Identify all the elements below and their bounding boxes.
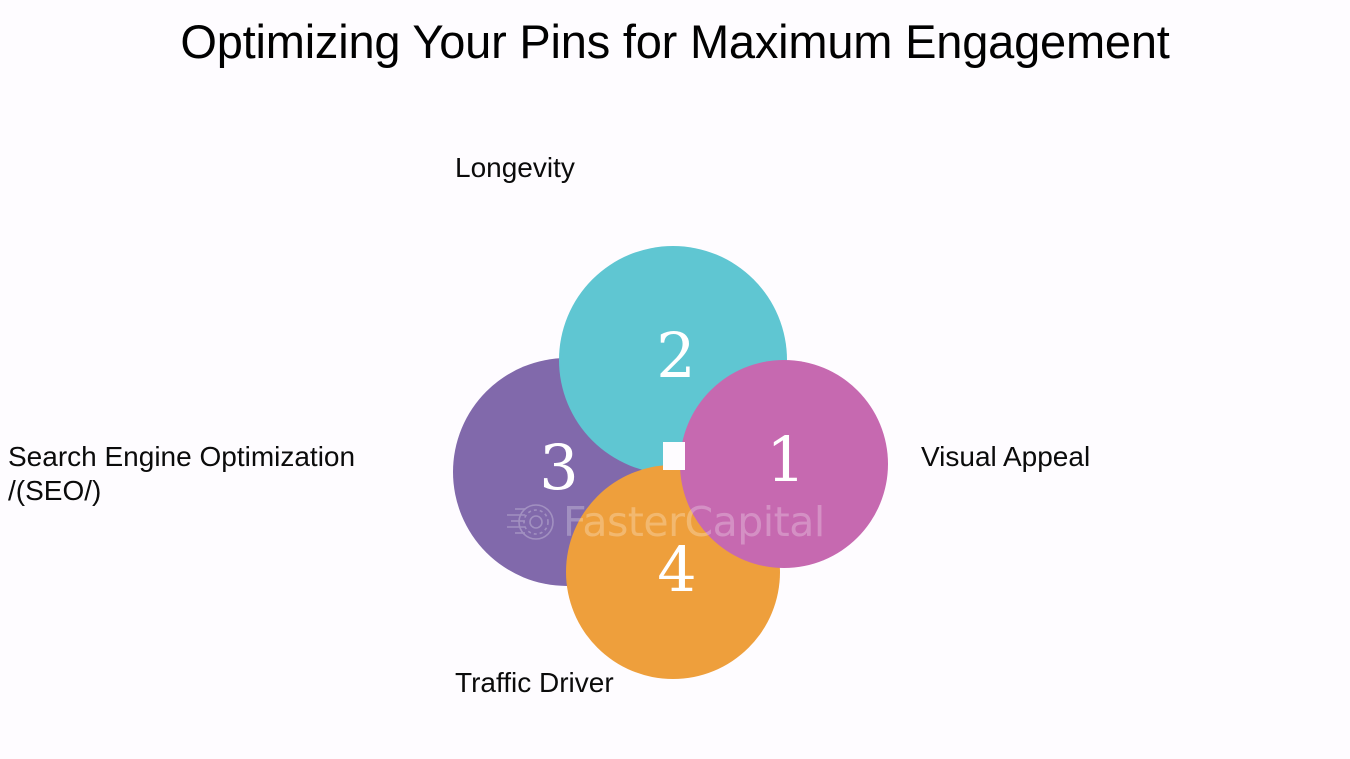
petal-number-3: 3 <box>539 431 579 504</box>
petal-number-1: 1 <box>766 423 806 496</box>
petal-number-2: 2 <box>656 319 696 392</box>
petal-visual-appeal[interactable]: 1 <box>680 360 888 568</box>
label-visual-appeal: Visual Appeal <box>921 441 1091 472</box>
petal-diagram: 3 2 4 1 <box>435 230 915 690</box>
hub-gap <box>663 442 685 470</box>
petal-number-4: 4 <box>657 533 697 606</box>
page-title: Optimizing Your Pins for Maximum Engagem… <box>180 15 1170 68</box>
label-search-engine-optimization: Search Engine Optimization /(SEO/) <box>8 441 356 507</box>
label-longevity: Longevity <box>455 152 575 183</box>
petal-traffic-driver[interactable]: 4 <box>566 465 780 679</box>
label-traffic-driver: Traffic Driver <box>455 667 614 698</box>
